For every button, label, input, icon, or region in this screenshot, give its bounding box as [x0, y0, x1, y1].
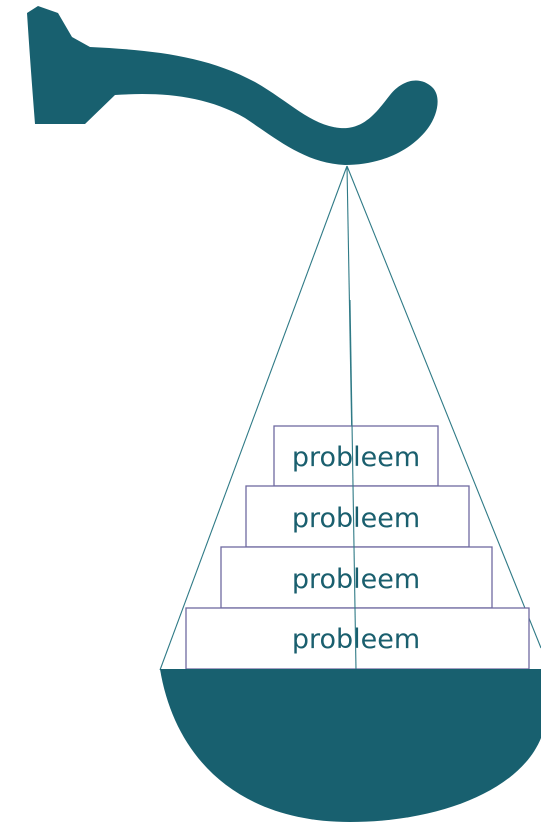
rope-left — [159, 165, 348, 671]
problem-box-label: probleem — [292, 442, 420, 473]
rope-center-overlay — [349, 299, 357, 671]
rope-right — [346, 165, 541, 649]
problem-box-label: probleem — [292, 564, 420, 595]
problem-box: probleem — [273, 425, 439, 487]
box-stack: probleem probleem probleem probleem — [185, 425, 530, 670]
problem-box: probleem — [220, 546, 493, 609]
problem-box: probleem — [185, 607, 530, 670]
scale-pan-icon — [160, 669, 541, 822]
problem-box-label: probleem — [292, 503, 420, 534]
problem-box: probleem — [245, 485, 470, 548]
scale-hook-icon — [27, 6, 438, 165]
